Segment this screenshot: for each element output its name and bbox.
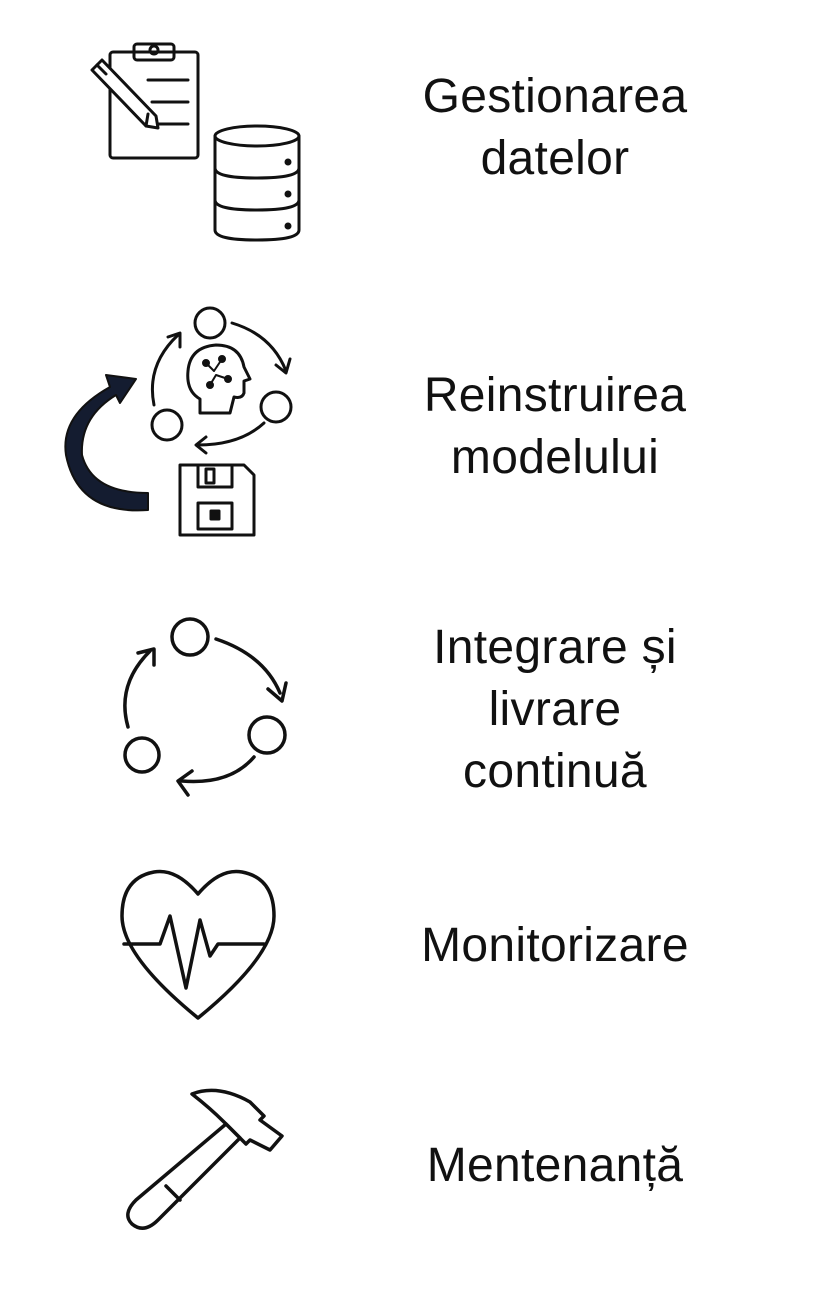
label-line: Gestionarea <box>422 70 688 123</box>
step-data-management: Gestionarea datelor <box>0 30 832 260</box>
label-line: livrare <box>488 683 622 736</box>
label-line: Reinstruirea <box>423 369 687 422</box>
step-label: Integrare și livrare continuă <box>380 617 730 803</box>
step-model-retraining: Reinstruirea modelului <box>0 295 832 545</box>
label-line: Integrare și <box>433 621 677 674</box>
step-label: Monitorizare <box>380 915 730 977</box>
step-label: Gestionarea datelor <box>380 66 730 190</box>
step-maintenance: Mentenanță <box>0 1080 832 1250</box>
label-line: datelor <box>480 132 630 185</box>
label-line: modelului <box>450 431 660 484</box>
label-line: continuă <box>463 745 647 798</box>
label-line: Monitorizare <box>421 919 689 972</box>
step-label: Reinstruirea modelului <box>380 365 730 489</box>
cycle-icon <box>123 617 288 797</box>
step-ci-cd: Integrare și livrare continuă <box>0 605 832 815</box>
heartbeat-icon <box>120 869 276 1020</box>
step-monitoring: Monitorizare <box>0 860 832 1030</box>
big-curved-arrow-icon <box>64 374 149 512</box>
step-label: Mentenanță <box>380 1135 730 1197</box>
clipboard-database-icon <box>90 42 301 242</box>
hammer-icon <box>126 1088 284 1230</box>
label-line: Mentenanță <box>426 1139 684 1192</box>
retrain-cycle-icon <box>64 306 293 537</box>
